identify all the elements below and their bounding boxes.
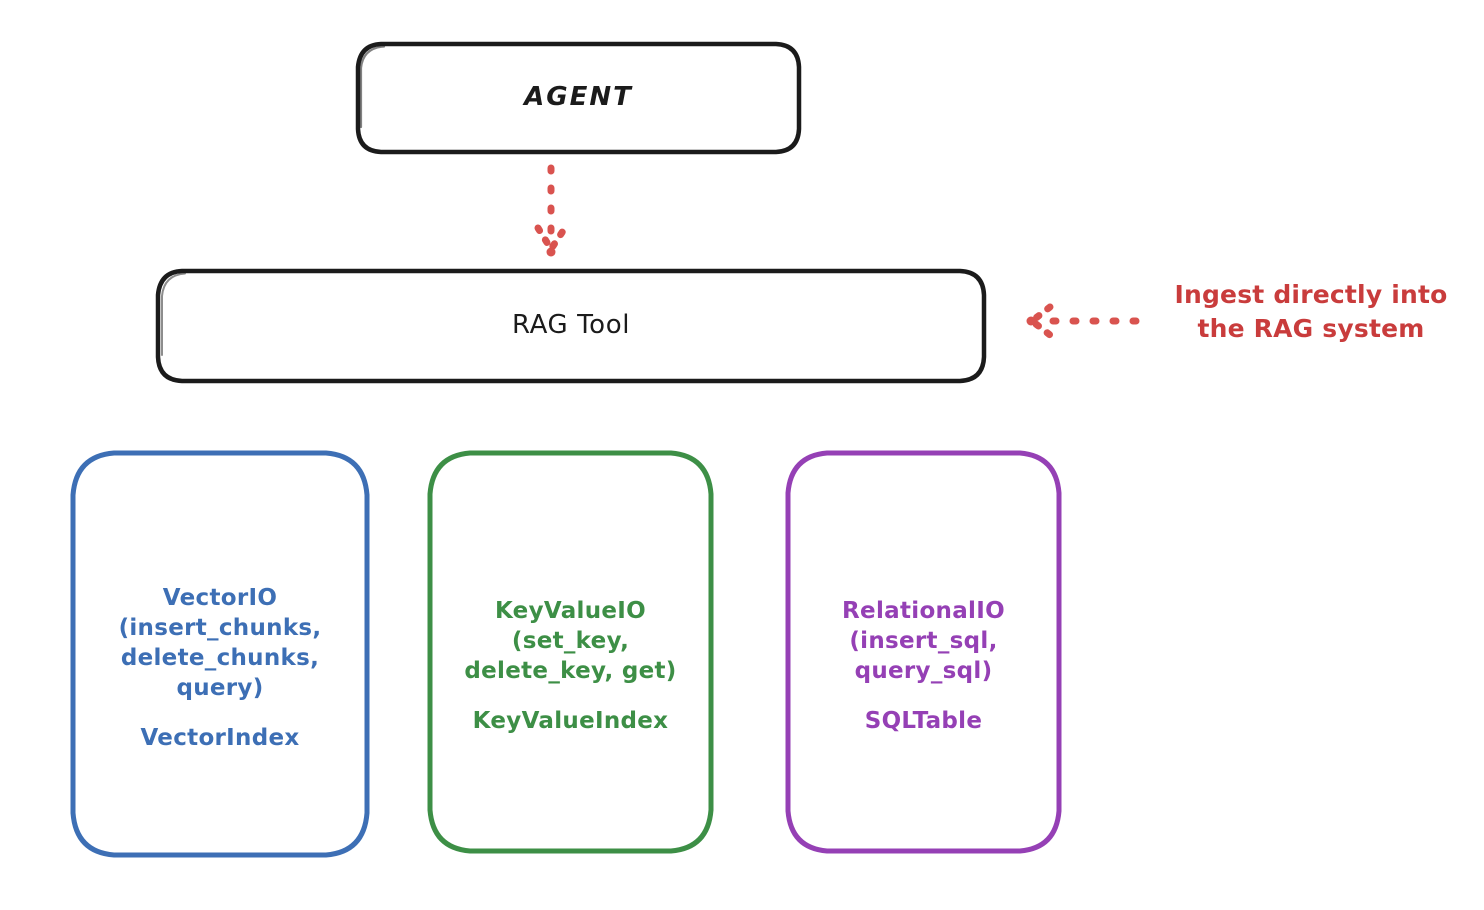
node-relational-io-label: RelationalIO (insert_sql, query_sql) SQLT… [842, 567, 1005, 736]
node-rag-tool-label: RAG Tool [511, 310, 631, 341]
relational-io-methods: RelationalIO (insert_sql, query_sql) [842, 598, 1005, 684]
key-value-io-methods: KeyValueIO (set_key, delete_key, get) [464, 598, 677, 684]
node-key-value-io-label: KeyValueIO (set_key, delete_key, get) Key… [464, 567, 676, 736]
node-rag-tool[interactable]: RAG Tool [155, 268, 987, 384]
node-relational-io[interactable]: RelationalIO (insert_sql, query_sql) SQLT… [785, 450, 1062, 854]
vector-io-methods: VectorIO (insert_chunks, delete_chunks, … [118, 585, 322, 701]
node-key-value-io[interactable]: KeyValueIO (set_key, delete_key, get) Key… [427, 450, 714, 854]
connector-agent-to-rag-tool [534, 164, 569, 257]
node-vector-io-label: VectorIO (insert_chunks, delete_chunks, … [119, 554, 322, 753]
key-value-io-index: KeyValueIndex [472, 707, 669, 734]
node-vector-io[interactable]: VectorIO (insert_chunks, delete_chunks, … [70, 450, 370, 858]
connector-annotation-to-rag-tool [1026, 303, 1140, 339]
node-agent-label: AGENT [524, 82, 633, 113]
node-agent[interactable]: AGENT [355, 41, 802, 155]
annotation-ingest: Ingest directly into the RAG system [1174, 280, 1448, 343]
relational-io-table: SQLTable [864, 707, 983, 734]
vector-io-index: VectorIndex [140, 724, 300, 751]
